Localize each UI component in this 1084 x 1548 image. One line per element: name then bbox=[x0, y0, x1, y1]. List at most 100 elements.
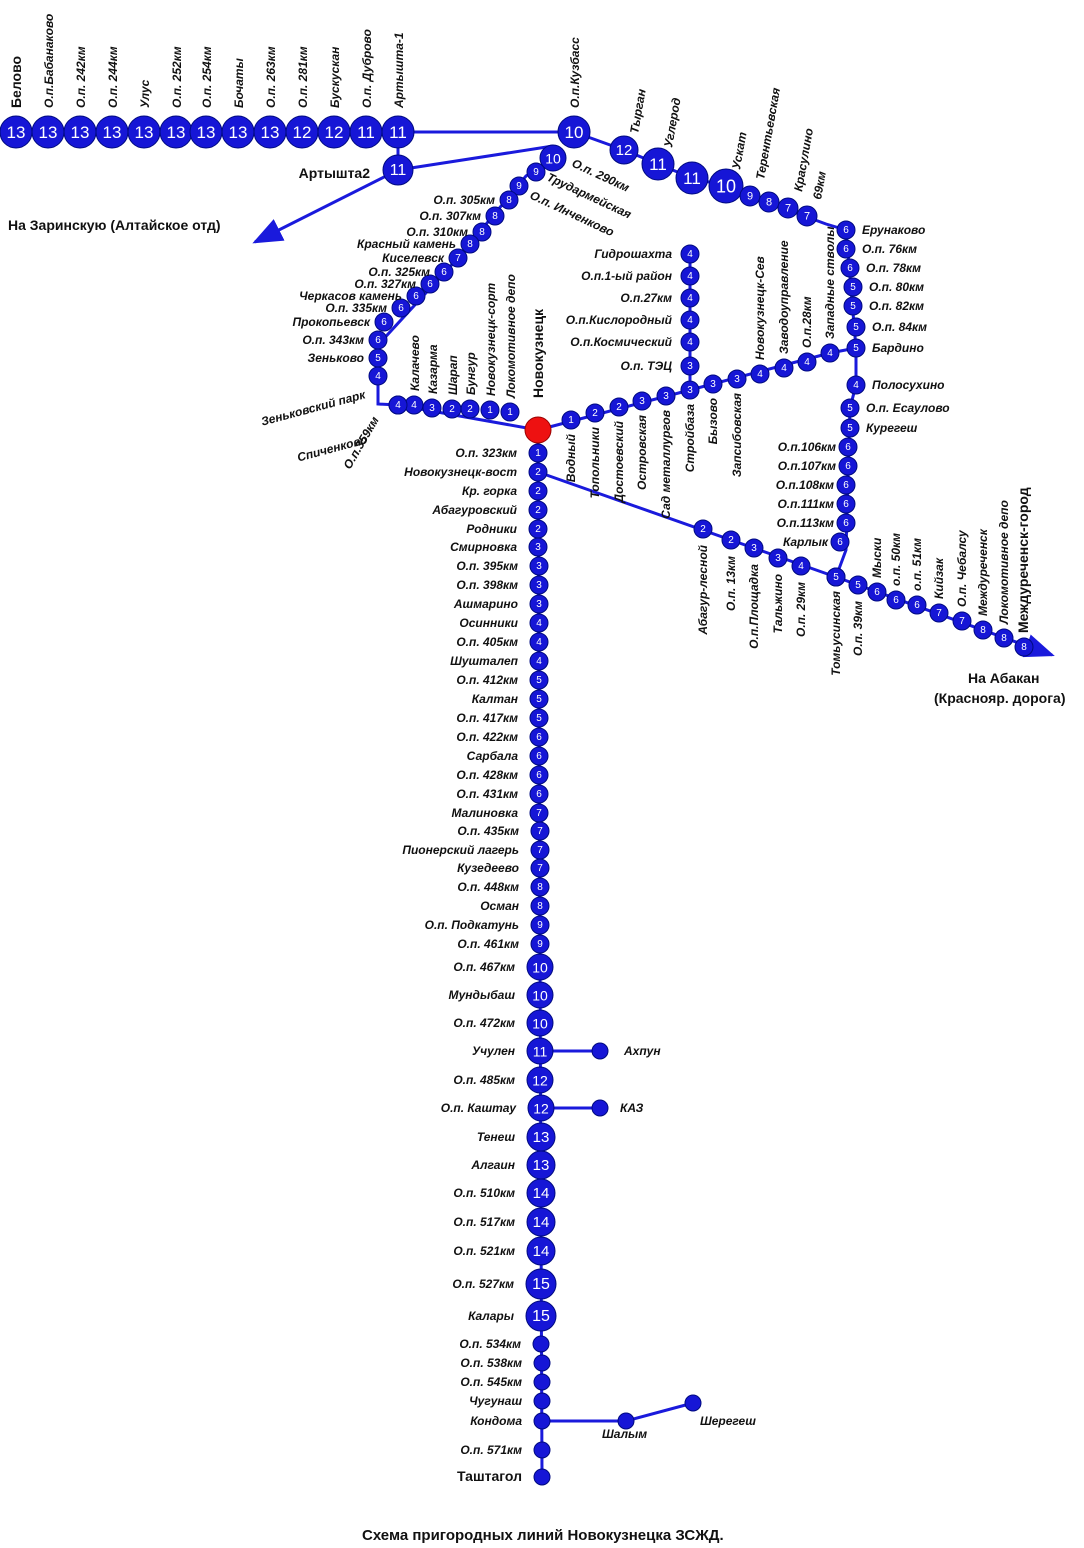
station-node[interactable] bbox=[797, 352, 817, 372]
station-node[interactable] bbox=[591, 1042, 609, 1060]
station-node[interactable] bbox=[448, 248, 468, 268]
station-node[interactable] bbox=[499, 190, 519, 210]
station-node[interactable] bbox=[840, 398, 860, 418]
station-node[interactable] bbox=[434, 262, 454, 282]
station-node[interactable] bbox=[656, 386, 676, 406]
station-node[interactable] bbox=[840, 258, 860, 278]
station-node[interactable] bbox=[774, 358, 794, 378]
station-node[interactable] bbox=[796, 205, 818, 227]
station-node[interactable] bbox=[632, 391, 652, 411]
station-node[interactable] bbox=[530, 877, 550, 897]
station-node[interactable] bbox=[836, 494, 856, 514]
station-node[interactable] bbox=[422, 398, 442, 418]
station-node[interactable] bbox=[973, 620, 993, 640]
station-node[interactable] bbox=[381, 115, 415, 149]
station-node[interactable] bbox=[680, 310, 700, 330]
station-node[interactable] bbox=[526, 1037, 554, 1065]
station-node[interactable] bbox=[529, 575, 549, 595]
station-node[interactable] bbox=[528, 537, 548, 557]
station-node[interactable] bbox=[994, 628, 1014, 648]
station-node[interactable] bbox=[929, 603, 949, 623]
station-node[interactable] bbox=[533, 1354, 551, 1372]
station-node[interactable] bbox=[391, 298, 411, 318]
station-node[interactable] bbox=[836, 239, 856, 259]
station-node[interactable] bbox=[843, 277, 863, 297]
station-node[interactable] bbox=[527, 1094, 555, 1122]
station-node[interactable] bbox=[680, 288, 700, 308]
station-node[interactable] bbox=[388, 395, 408, 415]
station-node[interactable] bbox=[528, 500, 548, 520]
station-node[interactable] bbox=[406, 286, 426, 306]
station-node[interactable] bbox=[472, 222, 492, 242]
station-node[interactable] bbox=[485, 206, 505, 226]
station-node[interactable] bbox=[528, 481, 548, 501]
station-node[interactable] bbox=[533, 1392, 551, 1410]
station-node[interactable] bbox=[530, 915, 550, 935]
station-node[interactable] bbox=[867, 582, 887, 602]
station-node[interactable] bbox=[480, 400, 500, 420]
station-node[interactable] bbox=[585, 403, 605, 423]
station-node[interactable] bbox=[532, 1335, 550, 1353]
station-node[interactable] bbox=[500, 402, 520, 422]
station-node[interactable] bbox=[420, 274, 440, 294]
station-node[interactable] bbox=[680, 266, 700, 286]
station-node[interactable] bbox=[526, 1236, 556, 1266]
station-node[interactable] bbox=[529, 765, 549, 785]
station-node[interactable] bbox=[836, 220, 856, 240]
station-node[interactable] bbox=[680, 332, 700, 352]
station-node[interactable] bbox=[526, 1009, 554, 1037]
station-node[interactable] bbox=[374, 312, 394, 332]
station-node[interactable] bbox=[846, 375, 866, 395]
station-node[interactable] bbox=[836, 475, 856, 495]
station-node[interactable] bbox=[836, 513, 856, 533]
station-node[interactable] bbox=[840, 418, 860, 438]
station-node[interactable] bbox=[526, 162, 546, 182]
station-node[interactable] bbox=[528, 443, 548, 463]
station-node[interactable] bbox=[907, 595, 927, 615]
station-node[interactable] bbox=[460, 234, 480, 254]
station-node[interactable] bbox=[529, 708, 549, 728]
station-node[interactable] bbox=[382, 154, 414, 186]
station-node[interactable] bbox=[525, 1268, 557, 1300]
station-node[interactable] bbox=[750, 364, 770, 384]
station-node[interactable] bbox=[529, 613, 549, 633]
station-node[interactable] bbox=[529, 556, 549, 576]
station-node[interactable] bbox=[526, 1178, 556, 1208]
station-node[interactable] bbox=[526, 953, 554, 981]
station-node[interactable] bbox=[758, 191, 780, 213]
station-node[interactable] bbox=[846, 338, 866, 358]
station-node[interactable] bbox=[846, 317, 866, 337]
station-node[interactable] bbox=[744, 538, 764, 558]
station-node[interactable] bbox=[680, 356, 700, 376]
station-node[interactable] bbox=[530, 821, 550, 841]
station-node[interactable] bbox=[843, 296, 863, 316]
station-node[interactable] bbox=[680, 380, 700, 400]
station-node[interactable] bbox=[727, 369, 747, 389]
station-node[interactable] bbox=[830, 532, 850, 552]
station-node[interactable] bbox=[529, 632, 549, 652]
station-node[interactable] bbox=[529, 651, 549, 671]
station-node[interactable] bbox=[529, 689, 549, 709]
station-node[interactable] bbox=[641, 147, 675, 181]
station-node[interactable] bbox=[533, 1441, 551, 1459]
station-node[interactable] bbox=[609, 397, 629, 417]
station-node[interactable] bbox=[529, 594, 549, 614]
station-node[interactable] bbox=[530, 896, 550, 916]
station-node[interactable] bbox=[708, 168, 744, 204]
station-node[interactable] bbox=[826, 567, 846, 587]
station-node[interactable] bbox=[675, 161, 709, 195]
station-node[interactable] bbox=[561, 410, 581, 430]
station-node[interactable] bbox=[703, 374, 723, 394]
station-node[interactable] bbox=[952, 611, 972, 631]
station-node[interactable] bbox=[368, 366, 388, 386]
hub-novokuznetsk[interactable] bbox=[524, 416, 552, 444]
station-node[interactable] bbox=[1014, 637, 1034, 657]
station-node[interactable] bbox=[526, 1207, 556, 1237]
station-node[interactable] bbox=[820, 343, 840, 363]
station-node[interactable] bbox=[460, 399, 480, 419]
station-node[interactable] bbox=[533, 1412, 551, 1430]
station-node[interactable] bbox=[680, 244, 700, 264]
station-node[interactable] bbox=[509, 176, 529, 196]
station-node[interactable] bbox=[526, 981, 554, 1009]
station-node[interactable] bbox=[529, 784, 549, 804]
